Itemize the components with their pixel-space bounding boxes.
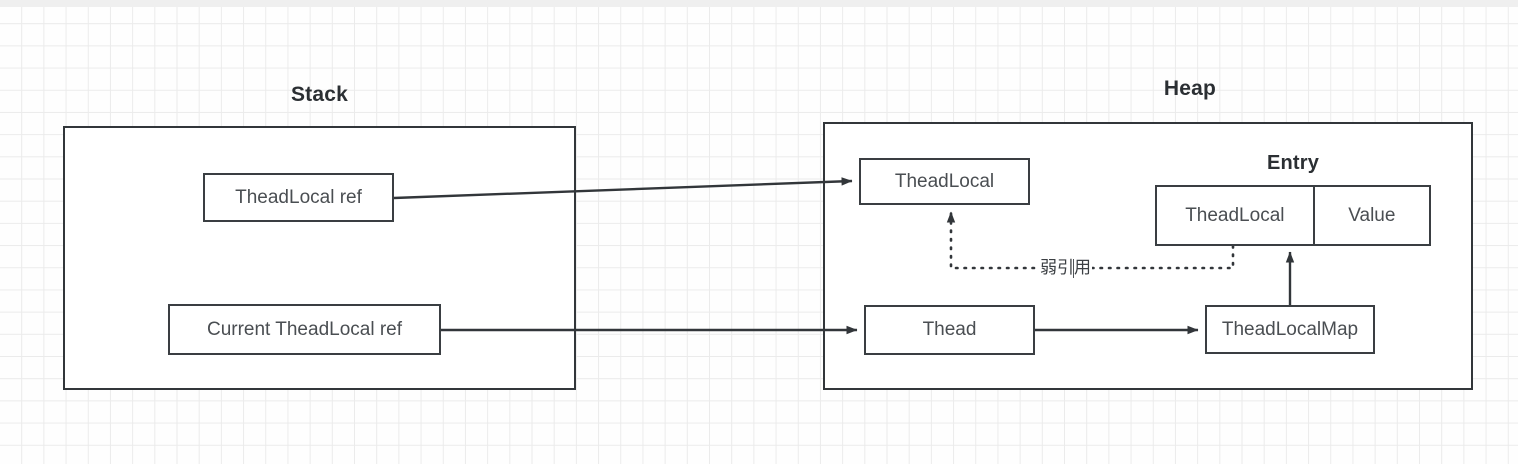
node-threadlocal: TheadLocal (859, 158, 1030, 205)
entry-key-cell: TheadLocal (1157, 187, 1315, 244)
heap-title: Heap (1163, 77, 1217, 100)
text-caret (1073, 259, 1074, 278)
entry-box: TheadLocal Value (1155, 185, 1431, 246)
node-threadlocal-ref: TheadLocal ref (203, 173, 394, 222)
weak-reference-label: 弱引用 (1039, 258, 1092, 277)
node-thead: Thead (864, 305, 1035, 355)
node-current-threadlocal-ref: Current TheadLocal ref (168, 304, 441, 355)
stack-title: Stack (290, 83, 349, 106)
node-threadlocalmap: TheadLocalMap (1205, 305, 1375, 354)
entry-title: Entry (1266, 152, 1320, 174)
entry-value-cell: Value (1314, 187, 1429, 244)
